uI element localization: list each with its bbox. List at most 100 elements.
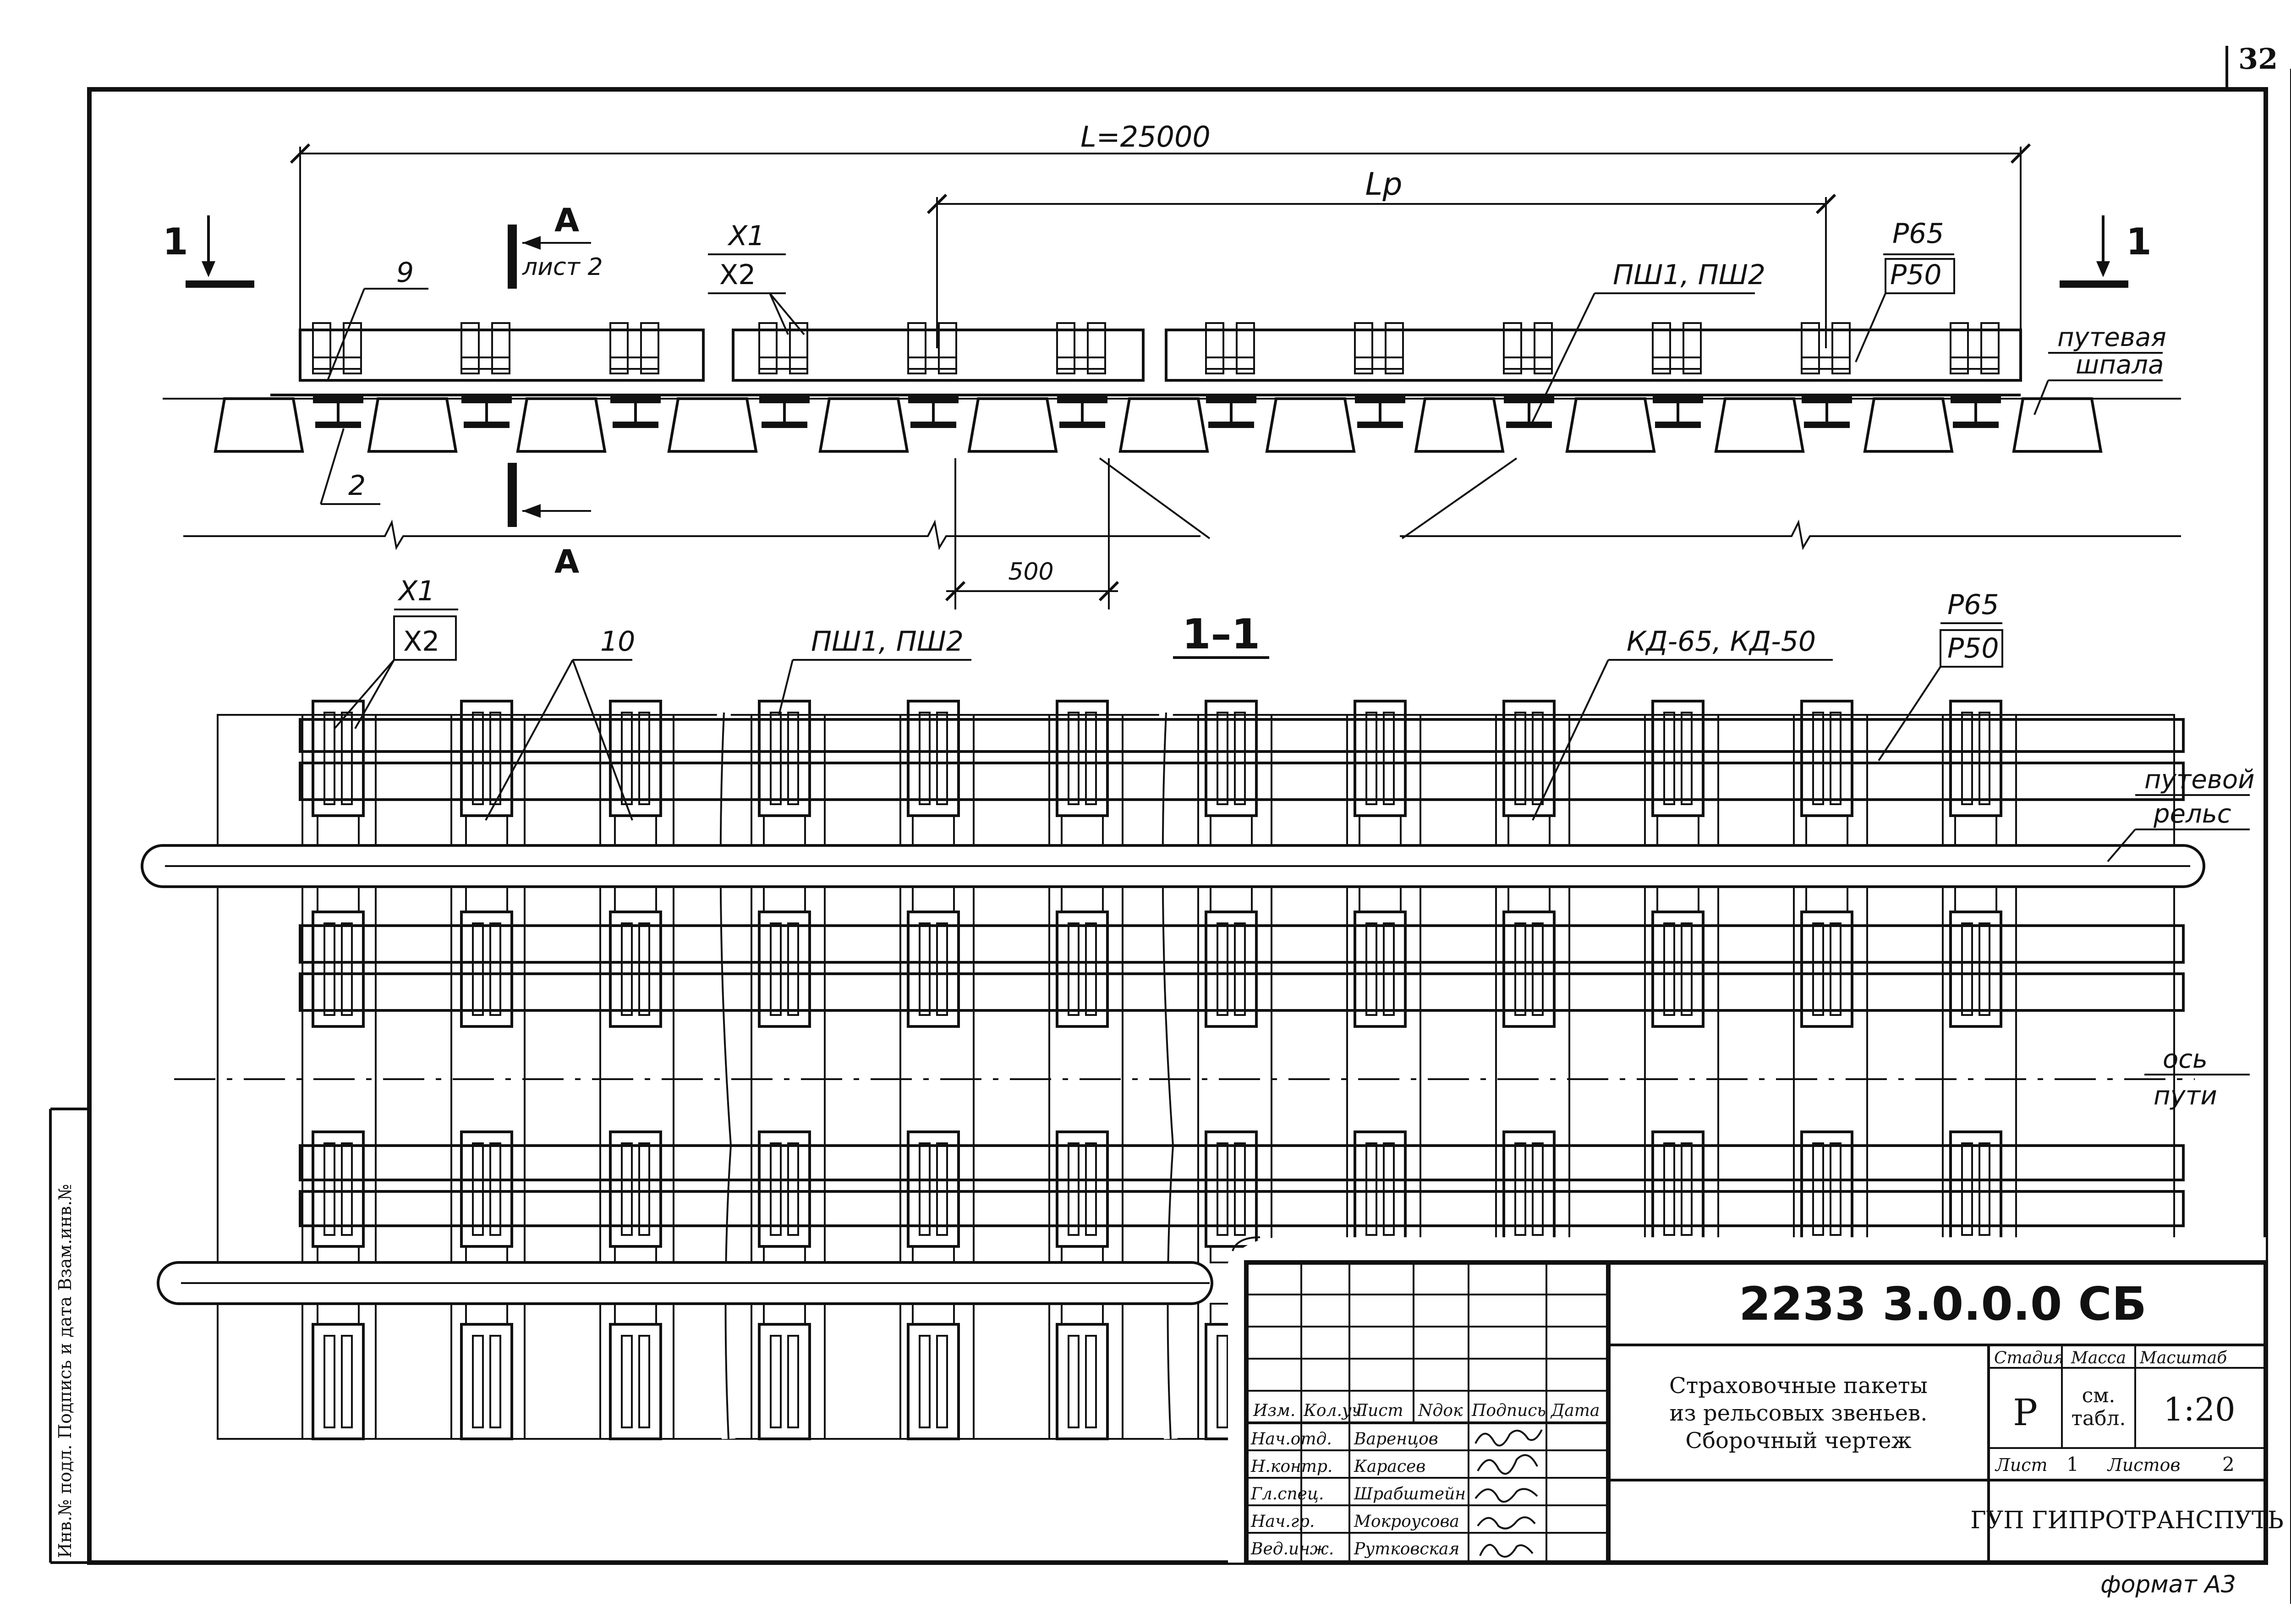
plan-rail-fastener bbox=[614, 815, 657, 846]
elevation-fastener-plate bbox=[1953, 422, 1999, 428]
col-list: Лист bbox=[1353, 1401, 1403, 1420]
sheets-value: 2 bbox=[2222, 1453, 2235, 1476]
plan-rail-fastener bbox=[1061, 1245, 1104, 1263]
callout-p65-plan: Р65 bbox=[1947, 589, 1999, 621]
plan-clamp-bar bbox=[341, 1142, 353, 1236]
plan-clamp-bar bbox=[1961, 1142, 1973, 1236]
elevation-clamp bbox=[1236, 322, 1255, 374]
section-mark-right: 1 bbox=[2126, 220, 2152, 263]
plan-clamp-bar bbox=[1085, 1142, 1097, 1236]
plan-clamp-bar bbox=[936, 922, 948, 1016]
plan-clamp-bar bbox=[621, 1335, 633, 1428]
plan-clamp-bar bbox=[472, 712, 484, 805]
elevation-sleeper bbox=[1863, 397, 1954, 453]
sheet-label: Лист bbox=[1995, 1455, 2048, 1475]
plan-clamp bbox=[907, 1130, 960, 1248]
plan-clamp-bar bbox=[341, 922, 353, 1016]
elevation-clamp bbox=[1087, 322, 1106, 374]
plan-clamp bbox=[1056, 1323, 1109, 1440]
callout-x1-elevation: X1 bbox=[727, 220, 765, 252]
plan-clamp-bar bbox=[787, 922, 799, 1016]
elevation-rail-base bbox=[1355, 395, 1405, 403]
plan-rail-fastener bbox=[614, 1303, 657, 1325]
callout-kd: КД-65, КД-50 bbox=[1627, 625, 1816, 658]
elevation-clamp bbox=[1652, 322, 1671, 374]
plan-clamp-bar bbox=[1068, 1142, 1080, 1236]
plan-clamp-bar bbox=[638, 712, 650, 805]
name-2: Шрабштейн bbox=[1354, 1485, 1466, 1503]
elevation-clamp bbox=[938, 322, 957, 374]
plan-clamp-bar bbox=[1961, 922, 1973, 1016]
elevation-clamp-plate bbox=[460, 357, 510, 370]
col-izm: Изм. bbox=[1253, 1401, 1295, 1420]
plan-clamp-bar bbox=[621, 922, 633, 1016]
plan-clamp bbox=[758, 1130, 811, 1248]
plan-clamp-bar bbox=[1830, 712, 1842, 805]
offset-dimension-label: 500 bbox=[1008, 558, 1053, 586]
elevation-sleeper bbox=[818, 397, 909, 453]
plan-clamp-bar bbox=[341, 712, 353, 805]
rail-label-2: рельс bbox=[2153, 799, 2231, 829]
plan-clamp-bar bbox=[1217, 922, 1228, 1016]
plan-clamp-bar bbox=[1681, 922, 1693, 1016]
callout-10: 10 bbox=[600, 625, 635, 658]
elevation-clamp bbox=[1980, 322, 2000, 374]
elevation-sleeper bbox=[967, 397, 1058, 453]
axis-label-2: пути bbox=[2154, 1081, 2217, 1111]
plan-rail-fastener bbox=[317, 886, 360, 913]
elevation-clamp-plate bbox=[758, 357, 808, 370]
plan-clamp-bar bbox=[621, 712, 633, 805]
callout-p50-plan: Р50 bbox=[1947, 632, 1999, 664]
plan-clamp-bar bbox=[1085, 922, 1097, 1016]
plan-clamp-bar bbox=[1681, 1142, 1693, 1236]
plan-clamp-bar bbox=[1217, 1142, 1228, 1236]
elevation-clamp-plate bbox=[1652, 357, 1702, 370]
view-a-label-top: А bbox=[554, 202, 579, 239]
plan-rail-fastener bbox=[1954, 815, 1997, 846]
plan-clamp bbox=[907, 1323, 960, 1440]
plan-clamp-bar bbox=[1514, 922, 1526, 1016]
plan-rail-fastener bbox=[912, 1245, 955, 1263]
elevation-clamp bbox=[1205, 322, 1224, 374]
elevation-clamp bbox=[1831, 322, 1851, 374]
plan-rail-fastener bbox=[763, 886, 806, 913]
plan-clamp-bar bbox=[1365, 712, 1377, 805]
plan-rail-fastener bbox=[1656, 815, 1699, 846]
elevation-clamp bbox=[1534, 322, 1553, 374]
plan-clamp bbox=[758, 1323, 811, 1440]
plan-clamp-bar bbox=[787, 1335, 799, 1428]
plan-rail-fastener bbox=[1359, 815, 1402, 846]
elevation-clamp bbox=[1354, 322, 1373, 374]
plan-rail-fastener bbox=[1507, 886, 1551, 913]
plan-clamp-bar bbox=[323, 1335, 335, 1428]
plan-clamp-bar bbox=[638, 1335, 650, 1428]
plan-clamp-bar bbox=[472, 1142, 484, 1236]
plan-clamp-bar bbox=[1514, 1142, 1526, 1236]
plan-clamp bbox=[1651, 1130, 1705, 1248]
elevation-fastener-plate bbox=[613, 422, 658, 428]
organization: ГУП ГИПРОТРАНСПУТЬ bbox=[1970, 1507, 2283, 1534]
plan-rail-fastener bbox=[912, 886, 955, 913]
callout-x2-plan: X2 bbox=[403, 625, 439, 658]
axis-label-1: ось bbox=[2163, 1044, 2208, 1074]
plan-clamp bbox=[609, 1323, 662, 1440]
elevation-clamp bbox=[758, 322, 778, 374]
elevation-view: L=25000 Lp 1 1 А лист 2 А bbox=[163, 120, 2181, 609]
elevation-clamp bbox=[907, 322, 926, 374]
sleeper-label-2: шпала bbox=[2076, 350, 2164, 380]
role-2: Гл.спец. bbox=[1250, 1485, 1324, 1503]
view-a-label-bottom: А bbox=[554, 543, 579, 581]
callout-x1-plan: X1 bbox=[397, 575, 435, 607]
sheets-label: Листов bbox=[2107, 1455, 2181, 1475]
plan-clamp bbox=[1949, 1130, 2002, 1248]
elevation-clamp-plate bbox=[1950, 357, 2000, 370]
plan-clamp-bar bbox=[1068, 922, 1080, 1016]
page-number: 32 bbox=[2238, 42, 2278, 76]
plan-rail-package bbox=[299, 762, 2185, 801]
plan-clamp-bar bbox=[1085, 712, 1097, 805]
rail-label-1: путевой bbox=[2144, 765, 2255, 795]
plan-clamp-bar bbox=[1961, 712, 1973, 805]
plan-rail-package bbox=[299, 1144, 2185, 1181]
elevation-rail-base bbox=[1802, 395, 1852, 403]
